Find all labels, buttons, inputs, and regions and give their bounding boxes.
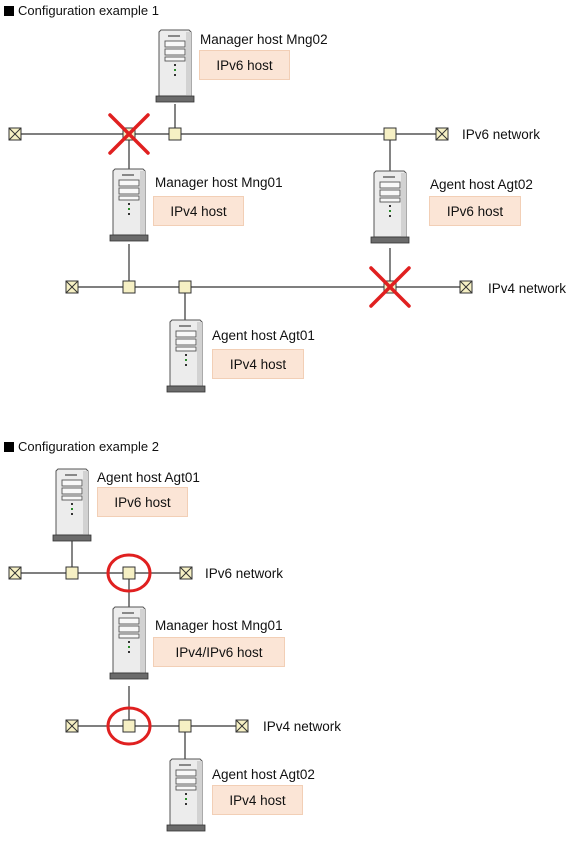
example-1-title: Configuration example 1: [4, 3, 159, 18]
blocked-connection-agt02-ipv4-icon: [369, 266, 411, 308]
server-agt01-ex2-icon: [52, 468, 92, 542]
allowed-connection-mng01-ipv4-icon: [106, 706, 152, 746]
server-agt02-ex2-icon: [166, 758, 206, 832]
host-type-badge-agt02-ex2: IPv4 host: [212, 785, 303, 815]
blocked-connection-mng01-ipv6-icon: [108, 113, 150, 155]
server-mng01-ex2-icon: [109, 606, 149, 680]
servers: [52, 29, 410, 832]
server-agt01-icon: [166, 319, 206, 393]
network-label-ipv4-2: IPv4 network: [263, 719, 342, 734]
network-label-ipv6-2: IPv6 network: [205, 566, 284, 581]
terminator-ipv4-right-icon: [459, 280, 473, 294]
host-type-badge-mng01: IPv4 host: [153, 196, 244, 226]
square-bullet-icon: [4, 6, 14, 16]
terminator-ipv6-right-icon: [435, 127, 449, 141]
square-bullet-icon: [4, 442, 14, 452]
host-label-agt01: Agent host Agt01: [212, 328, 315, 343]
terminator-ipv4-left-ex2-icon: [65, 719, 79, 733]
network-label-ipv4-1: IPv4 network: [488, 281, 567, 296]
terminator-ipv4-right-ex2-icon: [235, 719, 249, 733]
terminator-ipv6-left-icon: [8, 127, 22, 141]
host-type-badge-agt01: IPv4 host: [212, 349, 304, 379]
connector-agt02-ex2-ipv4: [178, 719, 192, 733]
example-1-title-text: Configuration example 1: [18, 3, 159, 18]
terminator-ipv6-left-ex2-icon: [8, 566, 22, 580]
connectors: [8, 127, 473, 733]
server-mng01-icon: [109, 168, 149, 242]
connector-agt01-ex2-ipv6: [65, 566, 79, 580]
connector-mng01-ex2-ipv4: [122, 719, 136, 733]
allowed-connection-mng01-ipv6-icon: [106, 553, 152, 593]
example-2-title-text: Configuration example 2: [18, 439, 159, 454]
status-marks: [106, 113, 411, 746]
host-type-badge-mng02: IPv6 host: [199, 50, 290, 80]
connector-mng01-ipv4: [122, 280, 136, 294]
connector-mng01-ex2-ipv6: [122, 566, 136, 580]
server-mng02-icon: [155, 29, 195, 103]
host-label-agt02-ex2: Agent host Agt02: [212, 767, 315, 782]
example-2-title: Configuration example 2: [4, 439, 159, 454]
host-label-mng02: Manager host Mng02: [200, 32, 328, 47]
host-type-badge-mng01-ex2: IPv4/IPv6 host: [153, 637, 285, 667]
host-label-mng01-ex2: Manager host Mng01: [155, 618, 283, 633]
network-label-ipv6-1: IPv6 network: [462, 127, 541, 142]
host-type-badge-agt01-ex2: IPv6 host: [97, 487, 188, 517]
terminator-ipv4-left-icon: [65, 280, 79, 294]
host-label-agt02: Agent host Agt02: [430, 177, 533, 192]
host-label-mng01: Manager host Mng01: [155, 175, 283, 190]
host-type-badge-agt02: IPv6 host: [429, 196, 521, 226]
server-agt02-icon: [370, 170, 410, 244]
connector-mng02-ipv6: [168, 127, 182, 141]
connector-agt02-ipv6: [383, 127, 397, 141]
connector-agt01-ipv4: [178, 280, 192, 294]
terminator-ipv6-right-ex2-icon: [179, 566, 193, 580]
host-label-agt01-ex2: Agent host Agt01: [97, 470, 200, 485]
